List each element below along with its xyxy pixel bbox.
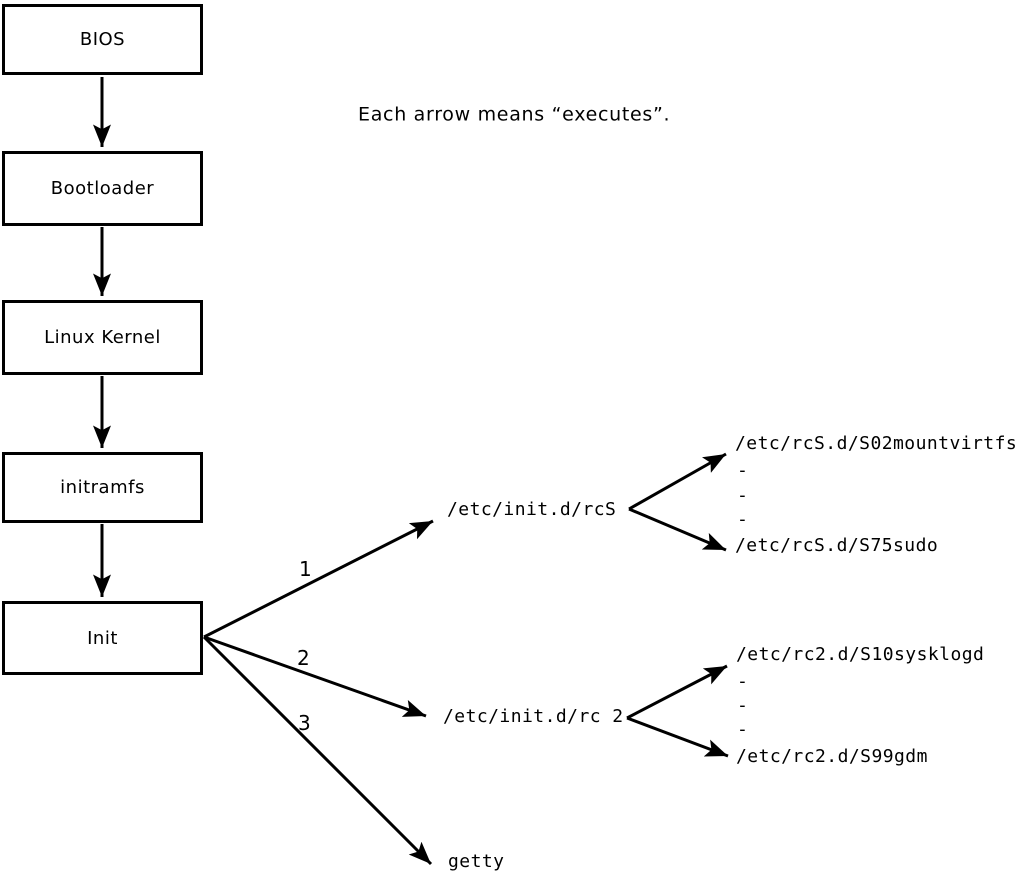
node-init: Init (2, 601, 203, 675)
legend-note: Each arrow means “executes”. (358, 103, 671, 126)
arrow-rcs-to-s75sudo (628, 507, 727, 552)
arrow-rcs-to-s02mountvirtfs (628, 452, 727, 511)
label-etc-rcs-d-s02mountvirtfs: /etc/rcS.d/S02mountvirtfs (735, 433, 1018, 454)
node-linux-kernel: Linux Kernel (2, 300, 203, 375)
node-bios-label: BIOS (79, 29, 126, 50)
ellipsis-dash: - (737, 719, 749, 740)
ellipsis-dash: - (737, 695, 749, 716)
node-bios: BIOS (2, 4, 203, 75)
ellipsis-dash: - (737, 460, 749, 481)
arrow-rc2-to-s99gdm (626, 716, 729, 758)
label-getty: getty (448, 851, 505, 872)
label-etc-init-d-rc2: /etc/init.d/rc 2 (443, 706, 624, 727)
branch-number-3: 3 (298, 711, 311, 735)
arrow-rc2-to-s10sysklogd (626, 664, 728, 720)
arrow-init-to-rc2 (203, 635, 427, 718)
node-initramfs: initramfs (2, 452, 203, 523)
label-etc-rc2-d-s10sysklogd: /etc/rc2.d/S10sysklogd (736, 644, 985, 665)
ellipsis-dash: - (737, 509, 749, 530)
label-etc-init-d-rcs: /etc/init.d/rcS (447, 499, 617, 520)
label-etc-rcs-d-s75sudo: /etc/rcS.d/S75sudo (735, 535, 939, 556)
branch-number-2: 2 (297, 646, 310, 670)
ellipsis-dash: - (737, 671, 749, 692)
node-linux-kernel-label: Linux Kernel (44, 327, 161, 348)
arrow-init-to-getty (202, 635, 433, 866)
node-bootloader: Bootloader (2, 151, 203, 226)
ellipsis-dash: - (737, 485, 749, 506)
arrow-init-to-rcs (203, 519, 434, 639)
node-bootloader-label: Bootloader (50, 178, 155, 199)
node-init-label: Init (87, 627, 118, 649)
label-etc-rc2-d-s99gdm: /etc/rc2.d/S99gdm (736, 746, 928, 767)
branch-number-1: 1 (299, 557, 312, 581)
node-initramfs-label: initramfs (60, 477, 145, 498)
